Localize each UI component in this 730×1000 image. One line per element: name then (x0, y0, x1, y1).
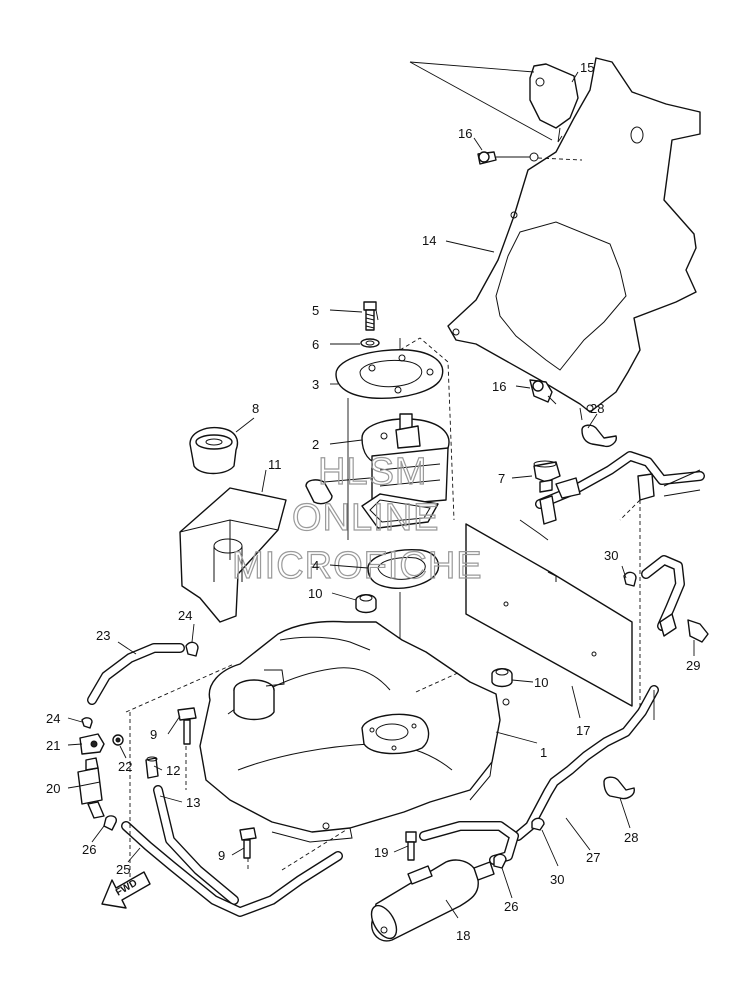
gasket-4 (367, 548, 440, 589)
container-11 (179, 487, 287, 623)
callout-17: 17 (576, 723, 590, 738)
screw-16-upper (477, 151, 539, 165)
callout-24-upper: 24 (178, 608, 192, 623)
hose-27 (513, 685, 659, 841)
screw-16-lower (529, 379, 557, 405)
callout-16-upper: 16 (458, 126, 472, 141)
callout-21: 21 (46, 738, 60, 753)
clip-26-left (103, 815, 118, 831)
clip-28-lower (603, 776, 635, 800)
callout-6: 6 (312, 337, 319, 352)
breather-hose-upper (535, 451, 705, 525)
callout-10-lower: 10 (534, 675, 548, 690)
clip-30-upper (623, 571, 637, 587)
hose-25 (121, 821, 343, 917)
callout-29: 29 (686, 658, 700, 673)
callout-14: 14 (422, 233, 436, 248)
callout-8: 8 (252, 401, 259, 416)
grommet-10-lower (491, 668, 513, 688)
callout-9-lower: 9 (218, 848, 225, 863)
grommet-10-upper (355, 594, 377, 614)
filter-20 (77, 757, 105, 819)
callout-30-lower: 30 (550, 872, 564, 887)
callout-24-left: 24 (46, 711, 60, 726)
sensor-plate (529, 63, 579, 143)
callout-19: 19 (374, 845, 388, 860)
bolt-9-upper (177, 707, 197, 745)
callout-leaders (67, 71, 695, 919)
valve-7 (533, 460, 561, 493)
callout-27: 27 (586, 850, 600, 865)
hose-outlet-29 (641, 555, 709, 643)
canister-18 (370, 859, 495, 942)
callout-1: 1 (540, 745, 547, 760)
hose-23 (87, 643, 185, 705)
watermark-line-2: ONLINE (292, 497, 439, 539)
bolt-19 (405, 831, 417, 861)
clip-26-right (493, 853, 507, 869)
callout-7: 7 (498, 471, 505, 486)
plate-17 (465, 523, 633, 707)
callout-4: 4 (312, 558, 319, 573)
callout-10-upper: 10 (308, 586, 322, 601)
clip-30-right (531, 817, 545, 831)
callout-13: 13 (186, 795, 200, 810)
callout-18: 18 (456, 928, 470, 943)
callout-26-right: 26 (504, 899, 518, 914)
retainer-ring-3 (335, 349, 444, 400)
bolt-9-lower (239, 827, 257, 859)
callout-11: 11 (268, 457, 282, 472)
hose-13 (153, 785, 239, 905)
screw-22 (112, 734, 124, 746)
watermark-line-1: HLSM (318, 451, 428, 493)
fuel-tank-1 (199, 620, 510, 843)
clip-24-left (81, 717, 93, 729)
callout-25: 25 (116, 862, 130, 877)
callout-26-left: 26 (82, 842, 96, 857)
clip-28-upper (581, 424, 617, 448)
filler-cap-8 (189, 426, 239, 475)
callout-20: 20 (46, 781, 60, 796)
callout-16-lower: 16 (492, 379, 506, 394)
callout-23: 23 (96, 628, 110, 643)
fuel-pump-2 (305, 413, 450, 529)
callout-2: 2 (312, 437, 319, 452)
callout-12: 12 (166, 763, 180, 778)
bolt-5 (363, 301, 377, 331)
watermark-line-3: MICROFICHE (232, 545, 483, 587)
callout-9-upper: 9 (150, 727, 157, 742)
callout-labels: 1 2 3 4 5 6 7 8 9 9 10 10 11 12 13 14 15… (46, 60, 700, 943)
clamp-21 (79, 733, 105, 755)
forward-arrow: FWD (101, 871, 151, 909)
callout-5: 5 (312, 303, 319, 318)
callout-22: 22 (118, 759, 132, 774)
heat-shield-panel (447, 57, 701, 413)
callout-28-upper: 28 (590, 401, 604, 416)
callout-30-upper: 30 (604, 548, 618, 563)
watermark: HLSM ONLINE MICROFICHE (231, 450, 483, 587)
callout-3: 3 (312, 377, 319, 392)
callout-15: 15 (580, 60, 594, 75)
fitting-12 (145, 756, 159, 779)
callout-28-lower: 28 (624, 830, 638, 845)
washer-6 (360, 338, 380, 348)
clip-24-upper (185, 641, 199, 657)
